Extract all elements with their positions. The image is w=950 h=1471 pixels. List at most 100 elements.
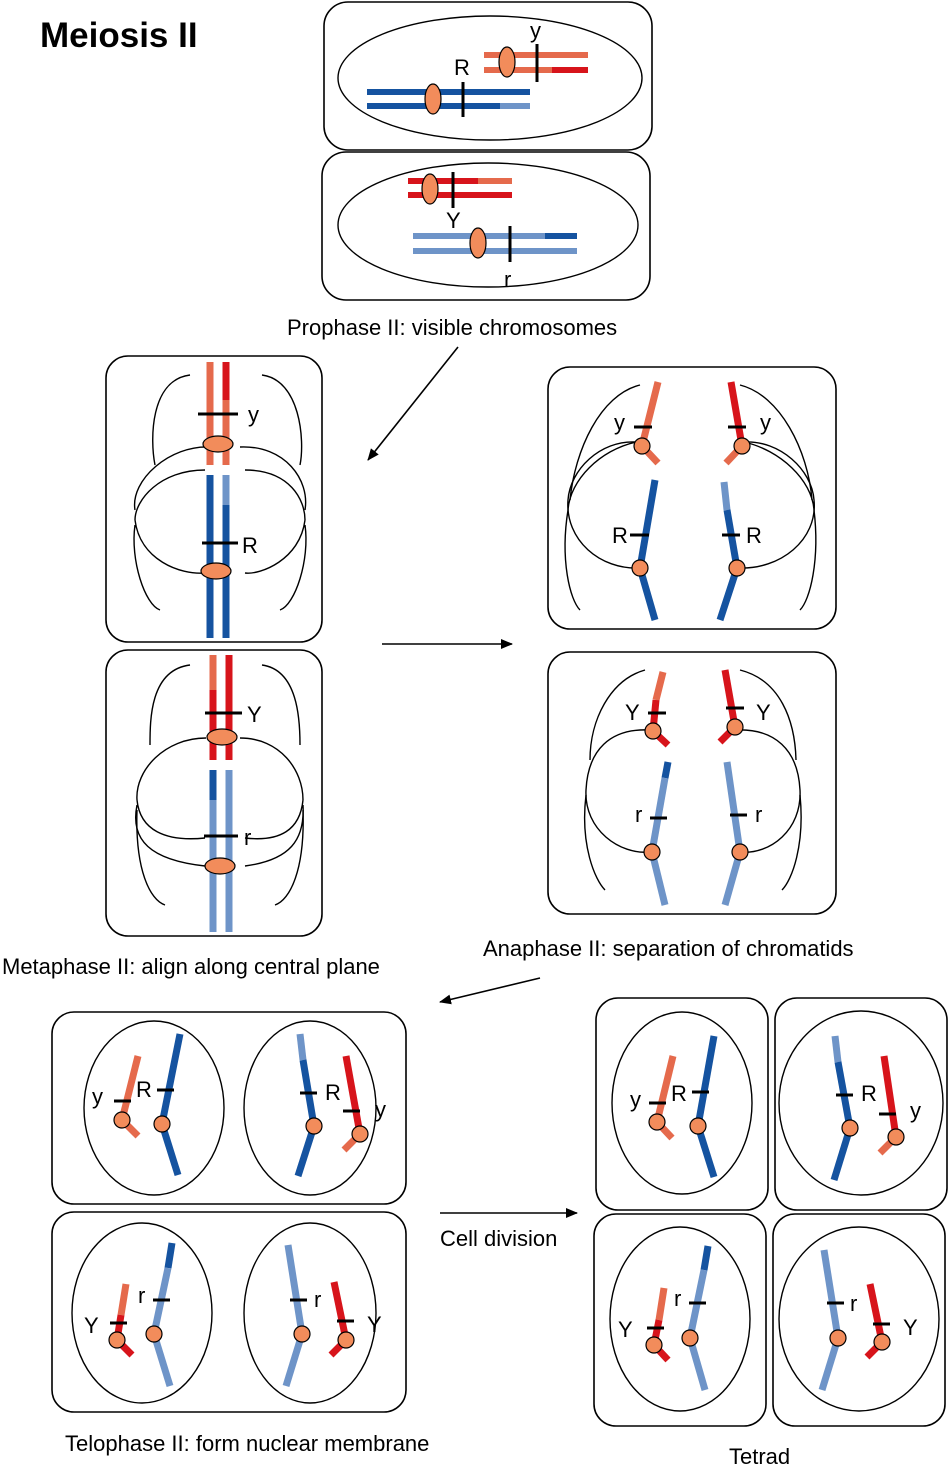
gene-label-y: y	[248, 402, 259, 427]
gene-label-y: y	[630, 1087, 641, 1112]
centromere	[145, 1325, 163, 1343]
centromere	[305, 1117, 323, 1135]
chromosome-mixed-blue-r	[145, 1242, 176, 1388]
gene-label-y: y	[910, 1098, 921, 1123]
centromere	[200, 562, 232, 580]
chromosome-blue-r	[413, 226, 577, 262]
chromatid-right-y	[723, 381, 751, 466]
centromere	[643, 843, 661, 861]
gene-label-r: r	[755, 802, 762, 827]
gene-label-Y: Y	[903, 1315, 918, 1340]
chromatid-right-R	[716, 481, 746, 622]
gene-label-r: r	[504, 267, 511, 292]
gene-label-R: R	[671, 1081, 687, 1106]
chromosome-light-red-y	[648, 1055, 677, 1141]
centromere	[681, 1329, 699, 1347]
gene-label-Y: Y	[756, 700, 771, 725]
gene-label-R: R	[612, 523, 628, 548]
arrow-to-telophase	[439, 977, 541, 1005]
centromere	[204, 857, 236, 875]
gene-label-r: r	[850, 1291, 857, 1316]
chromosome-mixed-red-y	[877, 1055, 905, 1156]
metaphase-cell-top: y R	[105, 355, 323, 643]
anaphase-cell-bottom: Y Y r r	[547, 651, 837, 915]
centromere	[421, 173, 439, 205]
chromosome-dark-blue-R	[153, 1033, 184, 1177]
gene-label-y: y	[530, 18, 541, 43]
centromere	[633, 437, 651, 455]
chromosome-mixed-red-Y	[108, 1283, 135, 1358]
gene-label-r: r	[635, 802, 642, 827]
centromere	[153, 1115, 171, 1133]
gene-label-R: R	[325, 1080, 341, 1105]
metaphase-cell-bottom: Y r	[105, 649, 323, 937]
gene-label-y: y	[92, 1084, 103, 1109]
centromere	[731, 843, 749, 861]
chromosome-dark-blue-R	[689, 1035, 718, 1179]
chromosome-light-blue-r	[282, 1244, 311, 1388]
centromere	[841, 1119, 859, 1137]
spindle-fibers	[583, 669, 802, 891]
gene-label-R: R	[136, 1077, 152, 1102]
diagram-title: Meiosis II	[40, 16, 198, 55]
prophase-cell-bottom: Y r	[321, 151, 651, 301]
chromosome-blue-R	[367, 82, 530, 117]
chromosome-mixed-blue-R	[294, 1033, 323, 1178]
centromere	[206, 728, 238, 746]
chromatid-left-y	[633, 381, 662, 466]
chromatid-left-r	[643, 761, 672, 906]
centromere	[689, 1117, 707, 1135]
caption-telophase: Telophase II: form nuclear membrane	[65, 1431, 429, 1456]
caption-metaphase: Metaphase II: align along central plane	[2, 954, 380, 979]
chromosome-blue-R	[200, 475, 238, 638]
centromere	[645, 1336, 663, 1354]
centromere	[108, 1331, 126, 1349]
centromere	[648, 1113, 666, 1131]
gene-label-Y: Y	[625, 700, 640, 725]
centromere	[469, 227, 487, 259]
gene-label-y: y	[375, 1097, 386, 1122]
chromosome-mixed-red-y	[341, 1055, 369, 1153]
tetrad-cell-3: Y r	[593, 1213, 767, 1427]
centromere	[728, 559, 746, 577]
tetrad-cell-1: y R	[595, 997, 769, 1211]
prophase-cell-top: y R	[323, 1, 653, 151]
caption-prophase: Prophase II: visible chromosomes	[287, 315, 617, 340]
spindle-fibers	[133, 374, 307, 611]
gene-label-R: R	[746, 523, 762, 548]
gene-label-r: r	[674, 1286, 681, 1311]
tetrad-cell-4: r Y	[772, 1213, 946, 1427]
anaphase-cell-top: y y R R	[547, 366, 837, 630]
centromere	[631, 559, 649, 577]
centromere	[873, 1333, 891, 1351]
centromere	[337, 1331, 355, 1349]
gene-label-r: r	[314, 1287, 321, 1312]
chromosome-blue-r	[204, 770, 238, 932]
caption-anaphase: Anaphase II: separation of chromatids	[483, 936, 854, 961]
centromere	[202, 435, 234, 453]
gene-label-Y: Y	[618, 1317, 633, 1342]
gene-label-Y: Y	[367, 1312, 382, 1337]
centromere	[498, 46, 516, 78]
centromere	[829, 1329, 847, 1347]
gene-label-y: y	[614, 410, 625, 435]
tetrad-cell-2: R y	[774, 997, 948, 1211]
spindle-fibers	[135, 664, 304, 906]
chromatid-left-R	[630, 479, 659, 621]
chromosome-mixed-blue-R	[830, 1035, 859, 1182]
chromosome-dark-red-Y	[328, 1281, 355, 1358]
chromosome-dark-red-Y	[864, 1283, 891, 1360]
centromere	[733, 437, 751, 455]
centromere	[887, 1128, 905, 1146]
spindle-fibers	[564, 384, 817, 611]
telophase-cell-top: y R R y	[51, 1011, 407, 1205]
gene-label-Y: Y	[84, 1313, 99, 1338]
centromere	[726, 718, 744, 736]
chromosome-light-red-y	[113, 1055, 142, 1139]
gene-label-R: R	[242, 533, 258, 558]
gene-label-Y: Y	[247, 702, 262, 727]
gene-label-Y: Y	[446, 208, 461, 233]
chromosome-red-y	[198, 362, 238, 465]
chromatid-left-Y	[644, 671, 671, 748]
